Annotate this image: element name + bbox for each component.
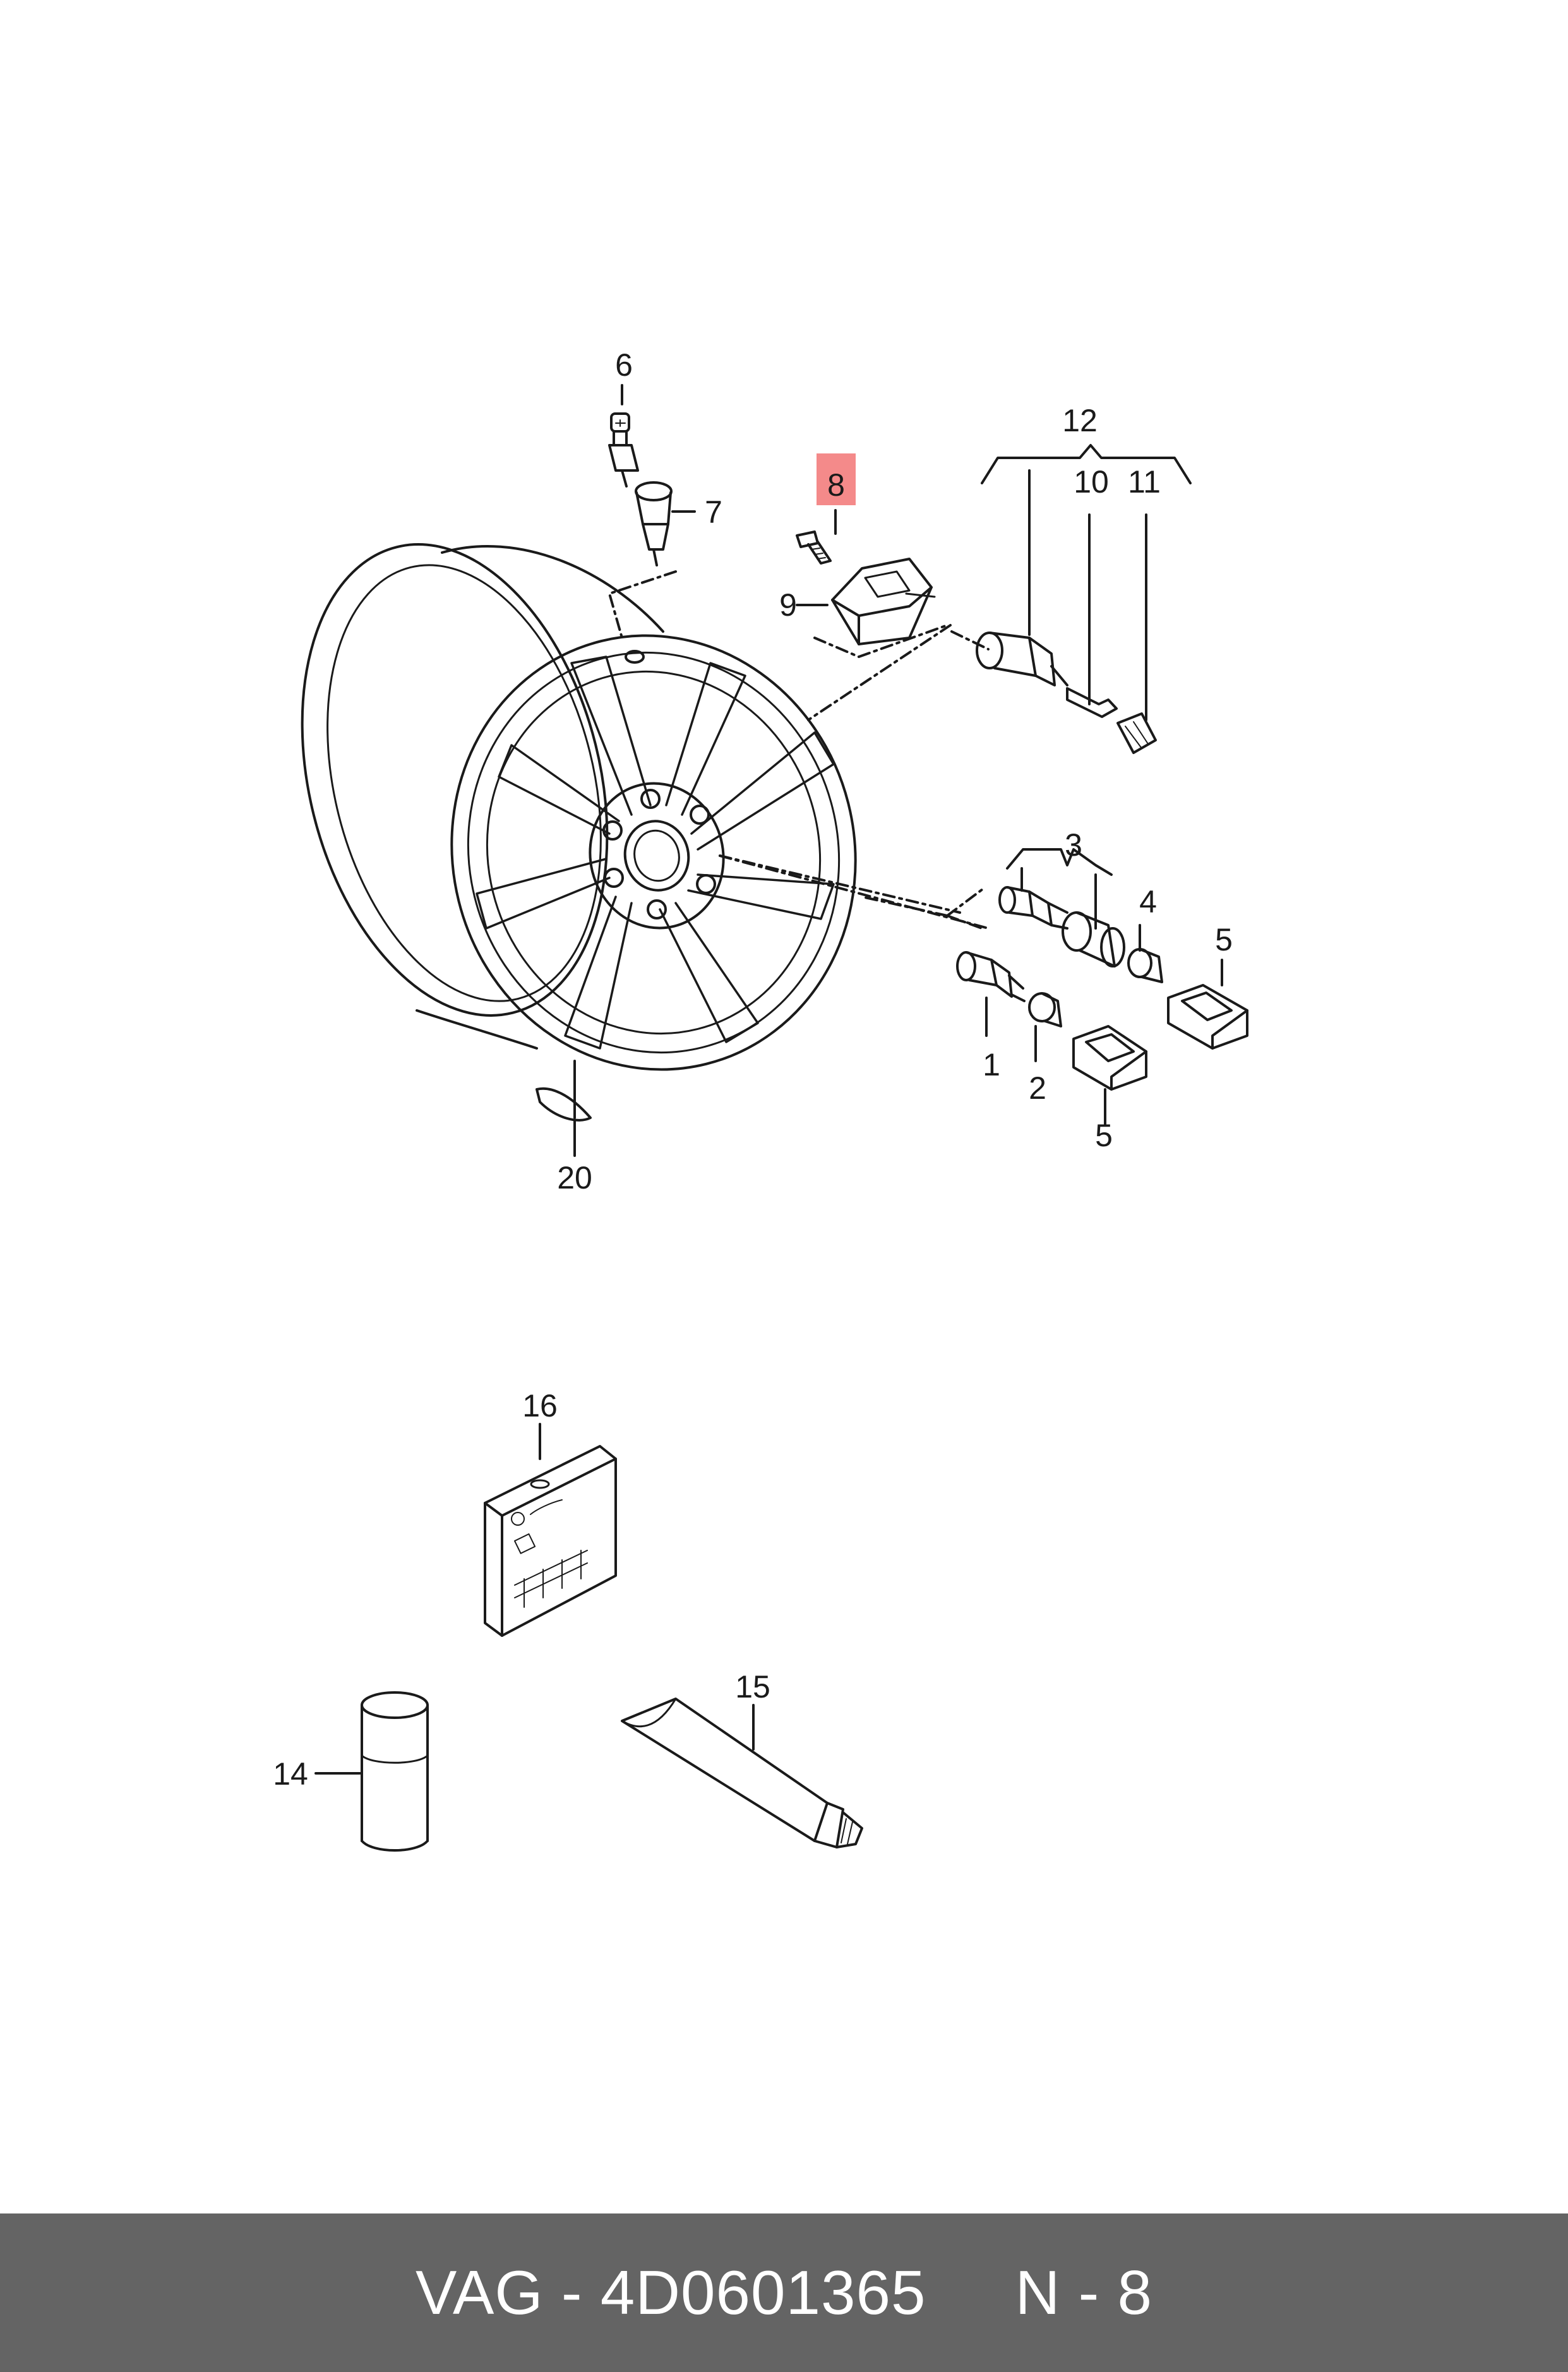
callout-2: 2: [1029, 1070, 1046, 1106]
cap-2: [1028, 992, 1062, 1027]
valve-insert-7: [635, 481, 673, 566]
balance-weight-20: [536, 1087, 592, 1122]
callout-4: 4: [1139, 884, 1157, 919]
parts-diagram: 6 7 8 9 12 10 11 3 4 5 1 2 5 20 16 14 15: [273, 347, 1248, 1852]
bolt-1: [956, 951, 1026, 1002]
valve-core-10: [1066, 687, 1118, 718]
valve-6: [608, 412, 639, 488]
callout-8-highlight: [817, 453, 856, 505]
screw-8: [796, 530, 832, 565]
callout-11: 11: [1128, 464, 1161, 500]
callout-10: 10: [1074, 464, 1109, 500]
part-number-label: VAG - 4D0601365 N - 8: [415, 2258, 1153, 2327]
paste-tube-15: [621, 1698, 863, 1848]
spray-can-14: [361, 1691, 429, 1852]
callout-5b: 5: [1095, 1118, 1113, 1153]
callout-9: 9: [779, 587, 797, 623]
callout-20: 20: [557, 1160, 592, 1195]
callout-7: 7: [705, 494, 722, 530]
callout-3: 3: [1065, 827, 1082, 863]
tpms-sensor-9: [831, 558, 936, 645]
alloy-wheel: [301, 543, 857, 1071]
footer-bar: VAG - 4D0601365 N - 8: [0, 2213, 1568, 2372]
valve-cap-11: [1116, 712, 1157, 754]
puller-tool-5a: [1072, 1025, 1147, 1091]
callout-8: 8: [827, 467, 845, 503]
callout-6: 6: [615, 347, 633, 383]
wheel-bolt-3: [998, 886, 1068, 930]
callout-1: 1: [983, 1047, 1000, 1082]
bolt-cap-4: [1127, 948, 1163, 983]
callout-5a: 5: [1215, 922, 1233, 957]
valve-body-12: [976, 632, 1068, 686]
package-16: [484, 1445, 617, 1637]
lock-bolt-adapter: [1062, 911, 1125, 967]
puller-tool-5b: [1167, 984, 1248, 1050]
callout-16: 16: [522, 1388, 558, 1423]
callout-14: 14: [273, 1756, 308, 1792]
callout-12: 12: [1062, 403, 1098, 438]
callout-15: 15: [735, 1669, 770, 1704]
